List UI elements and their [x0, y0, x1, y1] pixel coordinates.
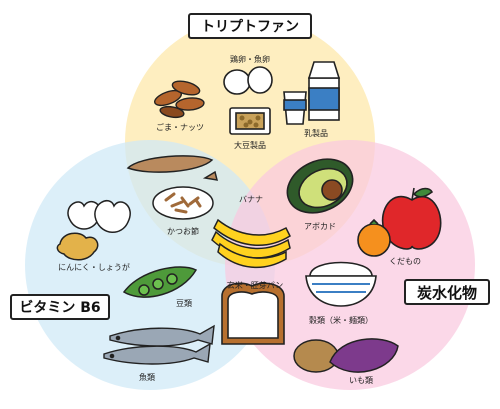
fish-icon: [103, 324, 215, 365]
bread-icon: [221, 282, 285, 345]
rice-bowl-icon: [305, 261, 377, 307]
label-soy: 大豆製品: [234, 141, 266, 150]
label-katsuobushi: かつお節: [167, 227, 199, 236]
avocado-icon: [286, 158, 354, 214]
potato-icon: [293, 338, 399, 373]
eggs-icon: [223, 66, 273, 95]
label-garlic-ginger: にんにく・しょうが: [58, 263, 130, 272]
label-banana: バナナ: [239, 195, 263, 204]
fruits-icon: [357, 187, 442, 257]
natto-icon: [229, 107, 271, 135]
label-fruits: くだもの: [389, 257, 421, 266]
label-beans: 豆類: [176, 299, 192, 308]
nuts-icon: [153, 80, 205, 119]
label-fish: 魚類: [139, 373, 155, 382]
title-tryptophan: トリプトファン: [188, 13, 312, 39]
garlic-ginger-icon: [56, 200, 131, 261]
label-brown-rice: 玄米・胚芽パン: [226, 281, 284, 290]
label-avocado: アボカド: [304, 222, 336, 231]
bean-pod-icon: [122, 266, 198, 298]
katsuobushi-icon: [126, 155, 219, 220]
label-dairy: 乳製品: [304, 129, 328, 138]
label-sesame-nuts: ごま・ナッツ: [156, 123, 204, 132]
milk-icon: [283, 61, 341, 125]
banana-icon: [211, 218, 291, 269]
label-potatoes: いも類: [349, 376, 373, 385]
label-eggs: 鶏卵・魚卵: [230, 55, 270, 64]
title-vitamin-b6: ビタミン B6: [10, 294, 110, 320]
label-grains: 穀類（米・麺類）: [309, 316, 373, 325]
title-carbohydrate: 炭水化物: [404, 279, 490, 305]
